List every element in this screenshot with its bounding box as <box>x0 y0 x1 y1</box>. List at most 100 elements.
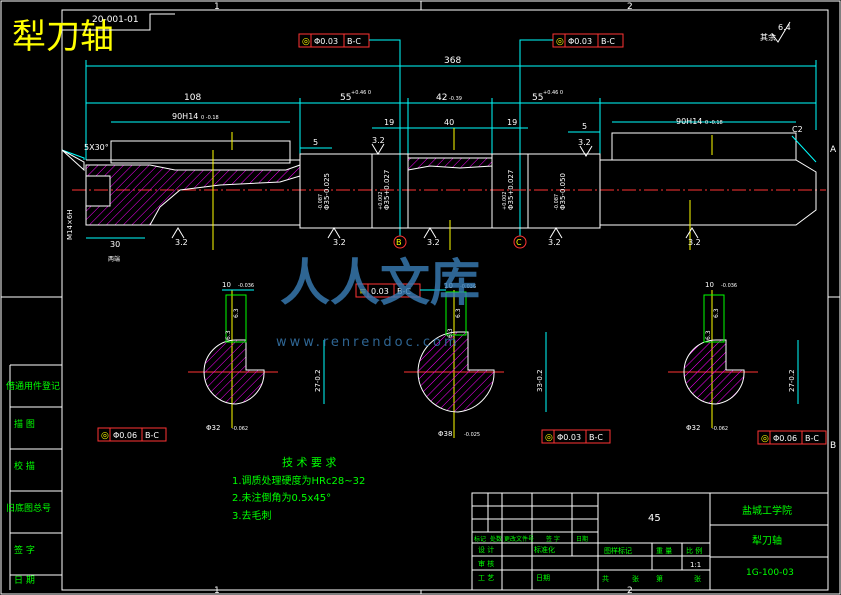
dim-55-right-tol: +0.46 0 <box>543 90 563 96</box>
sheet2-label: 张 <box>694 574 701 583</box>
title-block: 45 盐城工学院 犁刀轴 1G-100-03 标记 处数 更改文件号 签 字 日… <box>471 492 829 591</box>
roughness-corner-value: 6.4 <box>778 23 791 32</box>
section-2-diameter-tol: -0.025 <box>464 432 480 438</box>
dim-40: 40 <box>444 118 454 127</box>
dim-55-right: 55 <box>532 93 543 103</box>
datum-c: C <box>516 238 522 247</box>
standardize-label: 标准化 <box>534 545 555 554</box>
dimension-keyways: 90H14 0 -0.18 90H14 0 -0.18 <box>111 112 796 126</box>
chamfer-left: 5X30° <box>84 143 109 152</box>
title-stamp: 20-001-01 <box>92 15 139 25</box>
drawing-title: 犁刀轴 <box>12 17 114 57</box>
section-view-1: 10 -0.036 27-0.2 Φ32 -0.062 6.3 6.3 <box>188 281 325 432</box>
gdt-frame-section-1: ◎ Φ0.06 B-C <box>97 427 167 442</box>
row-label-1: 标记 <box>474 535 486 543</box>
gdt-frame-mid: ≡ 0.03 B-C <box>355 283 446 298</box>
note-3: 3.去毛刺 <box>232 510 272 522</box>
section-2-width: 10 <box>444 282 453 290</box>
shaft-step-1 <box>299 153 373 229</box>
gdt-leader-top-left <box>369 39 401 236</box>
gdt-frame-top-right: ◎ Φ0.03 B-C <box>552 33 624 48</box>
thread-label: M14×6H <box>66 209 74 240</box>
dim-55-left: 55 <box>340 93 351 103</box>
dim-42: 42 <box>436 93 447 103</box>
section-view-3: 10 -0.036 27-0.2 Φ32 -0.062 6.3 6.3 <box>668 281 799 432</box>
roughness-corner-label: 其余 <box>760 32 776 42</box>
section-3-width: 10 <box>705 281 714 289</box>
dia-4: Φ35-0.050 <box>559 173 567 210</box>
svg-text:B-C: B-C <box>145 431 159 440</box>
section-2-width-tol: -0.036 <box>460 284 476 290</box>
shaft-left-end-hatch <box>85 164 301 226</box>
strip-5: 签 字 <box>14 544 35 556</box>
svg-text:368: 368 <box>444 56 461 66</box>
gdt-frame-section-3: ◎ Φ0.06 B-C <box>757 430 827 445</box>
design-label: 设 计 <box>478 545 494 554</box>
section-1-ra-a: 6.3 <box>233 308 240 318</box>
note-2: 2.未注倒角为0.5x45° <box>232 491 331 504</box>
school: 盐城工学院 <box>742 504 792 517</box>
dia-1-tol: -0.087 <box>318 194 324 210</box>
date-label: 日期 <box>536 574 550 582</box>
gdt-datum: B-C <box>601 37 615 46</box>
material: 45 <box>648 513 661 524</box>
svg-text:◎: ◎ <box>545 433 553 443</box>
drawing-number: 1G-100-03 <box>746 568 794 578</box>
svg-text:◎: ◎ <box>101 431 109 441</box>
svg-text:≡: ≡ <box>359 287 367 297</box>
roughness-corner-symbol <box>771 21 791 43</box>
sheet-label: 张 <box>632 574 639 583</box>
gdt-frame-top-left: ◎ Φ0.03 B-C <box>298 33 370 48</box>
section-1-depth: 27-0.2 <box>314 369 322 392</box>
shaft-callouts: 5X30° C2 M14×6H 30 两端 <box>61 125 817 263</box>
svg-text:B-C: B-C <box>589 433 603 442</box>
keyway-right-slot <box>611 132 797 161</box>
row-label-5: 日期 <box>576 535 588 543</box>
strip-6: 日 期 <box>14 575 35 586</box>
svg-text:Φ0.03: Φ0.03 <box>557 433 581 442</box>
shaft-right-end <box>599 159 817 226</box>
section-1-ra-b: 6.3 <box>225 330 232 340</box>
keyway-left-tol: 0 -0.18 <box>201 115 219 121</box>
ra-5: 3.2 <box>688 238 701 247</box>
keyway-right: 90H14 <box>676 117 702 126</box>
section-2-ra-b: 6.3 <box>447 328 454 338</box>
shaft-main-view <box>72 128 826 250</box>
dia-1: Φ35-0.025 <box>323 173 331 210</box>
zone-label-bottom-1: 1 <box>214 586 220 595</box>
keyway-left: 90H14 <box>172 112 198 121</box>
strip-4: 旧底图总号 <box>6 502 51 514</box>
dia-3: Φ35+0.027 <box>507 170 515 210</box>
section-3-width-tol: -0.036 <box>721 283 737 289</box>
ra-4: 3.2 <box>548 238 561 247</box>
strip-3: 校 描 <box>14 460 35 472</box>
svg-text:0.03: 0.03 <box>371 287 389 296</box>
ra-7: 3.2 <box>578 138 591 147</box>
zone-label-b: B <box>830 441 836 451</box>
dim-5-right: 5 <box>582 122 587 131</box>
strip-1: 借通用件登记 <box>6 380 60 392</box>
page-label: 第 <box>656 574 663 583</box>
section-2-diameter: Φ38 <box>438 430 452 438</box>
gdt-value: Φ0.03 <box>568 37 592 46</box>
watermark: 人人文库 www.renrendoc.com <box>276 254 480 350</box>
gdt-datum: B-C <box>347 37 361 46</box>
notes-heading: 技 术 要 求 <box>282 456 337 469</box>
section-3-ra-b: 6.3 <box>705 330 712 340</box>
dim-30: 30 <box>110 240 120 249</box>
title-stamp-box <box>62 13 175 31</box>
dimension-row-2: 108 55 +0.46 0 42 -0.39 55 +0.46 0 <box>86 90 816 160</box>
row-label-4: 签 字 <box>546 535 560 543</box>
svg-text:B-C: B-C <box>397 287 411 296</box>
section-1-diameter: Φ32 <box>206 424 220 432</box>
row-label-3: 更改文件号 <box>504 535 534 543</box>
dimension-row-3: 5 19 40 19 5 <box>300 118 600 149</box>
inner-frame <box>61 9 829 591</box>
shaft-diameters: Φ35-0.025 -0.087 Φ35+0.027 +0.002 Φ35+0.… <box>318 170 567 210</box>
ra-6: 3.2 <box>372 136 385 145</box>
review-label: 审 核 <box>478 559 494 568</box>
total-label: 共 <box>602 574 609 583</box>
zone-label-top-1: 1 <box>214 2 220 12</box>
watermark-url: www.renrendoc.com <box>276 335 460 350</box>
